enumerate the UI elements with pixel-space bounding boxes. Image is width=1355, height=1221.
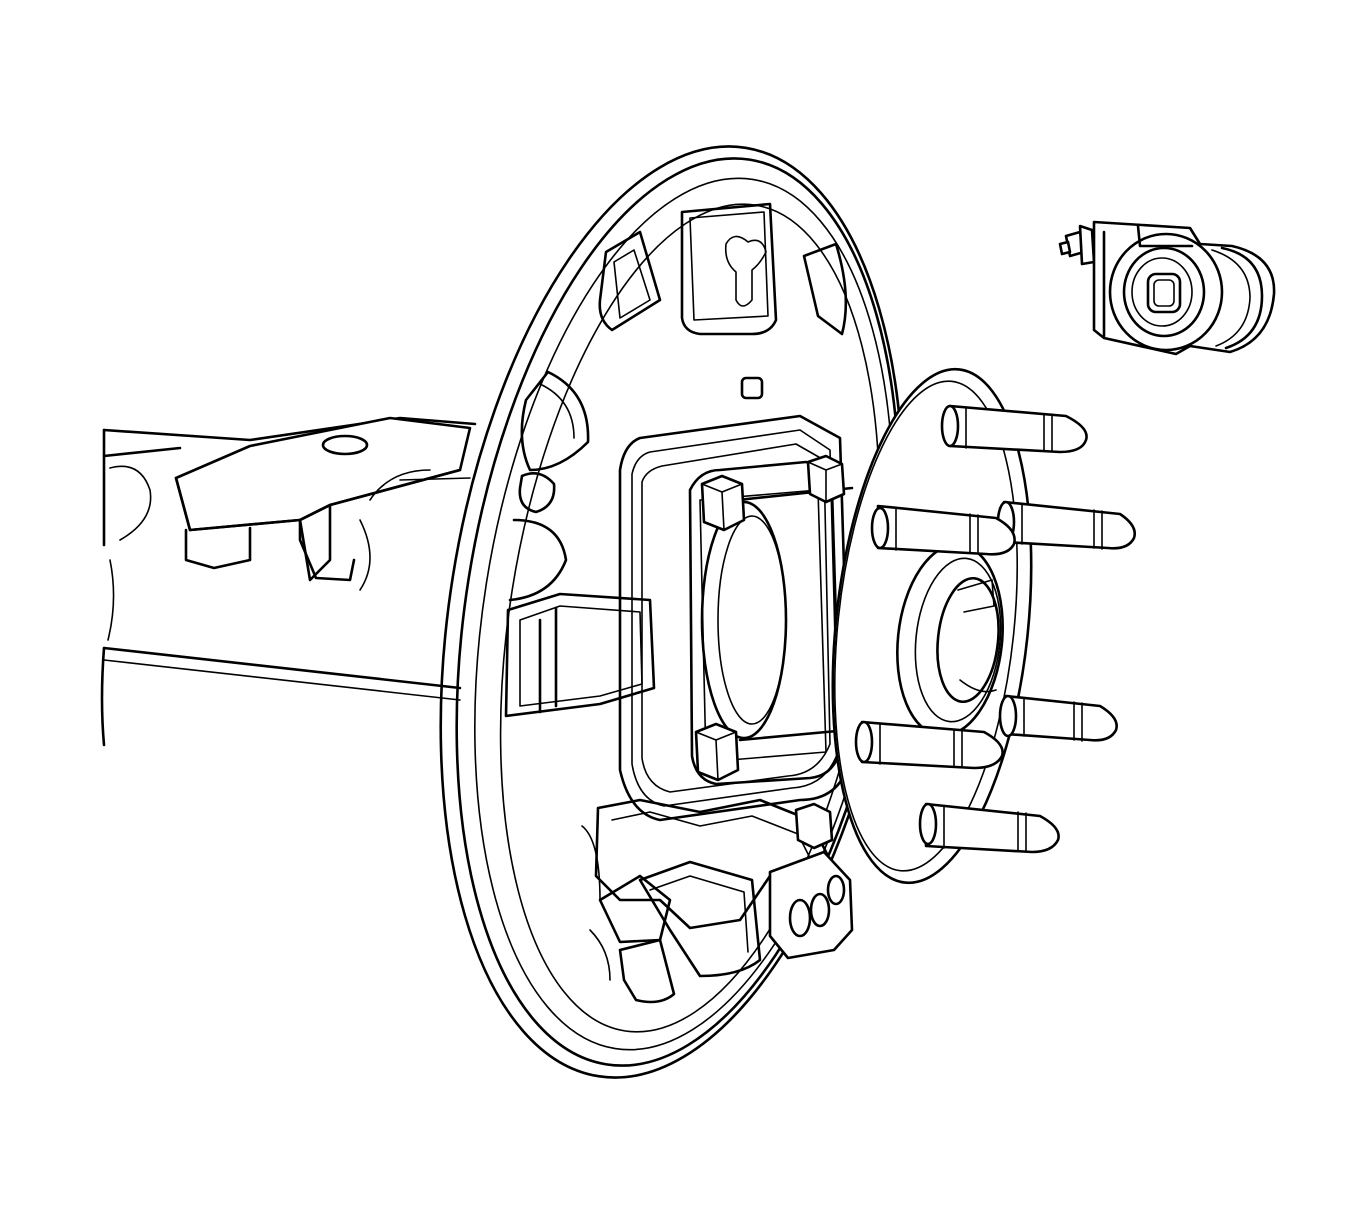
mounting-bolt-1 xyxy=(700,474,746,532)
wheel-stud-2 xyxy=(996,500,1136,550)
wheel-cylinder xyxy=(1058,220,1276,356)
mounting-bolt-2 xyxy=(806,454,846,504)
mounting-bolt-3 xyxy=(694,722,740,782)
wheel-stud-4 xyxy=(998,694,1118,742)
brake-backing-plate xyxy=(439,145,905,1079)
mounting-bolt-4 xyxy=(794,802,834,850)
wheel-stud-1 xyxy=(940,404,1088,454)
wheel-stud-6 xyxy=(918,802,1060,854)
wheel-stud-3 xyxy=(870,504,1016,556)
axle-housing xyxy=(100,416,477,747)
wheel-stud-5 xyxy=(854,720,1004,770)
